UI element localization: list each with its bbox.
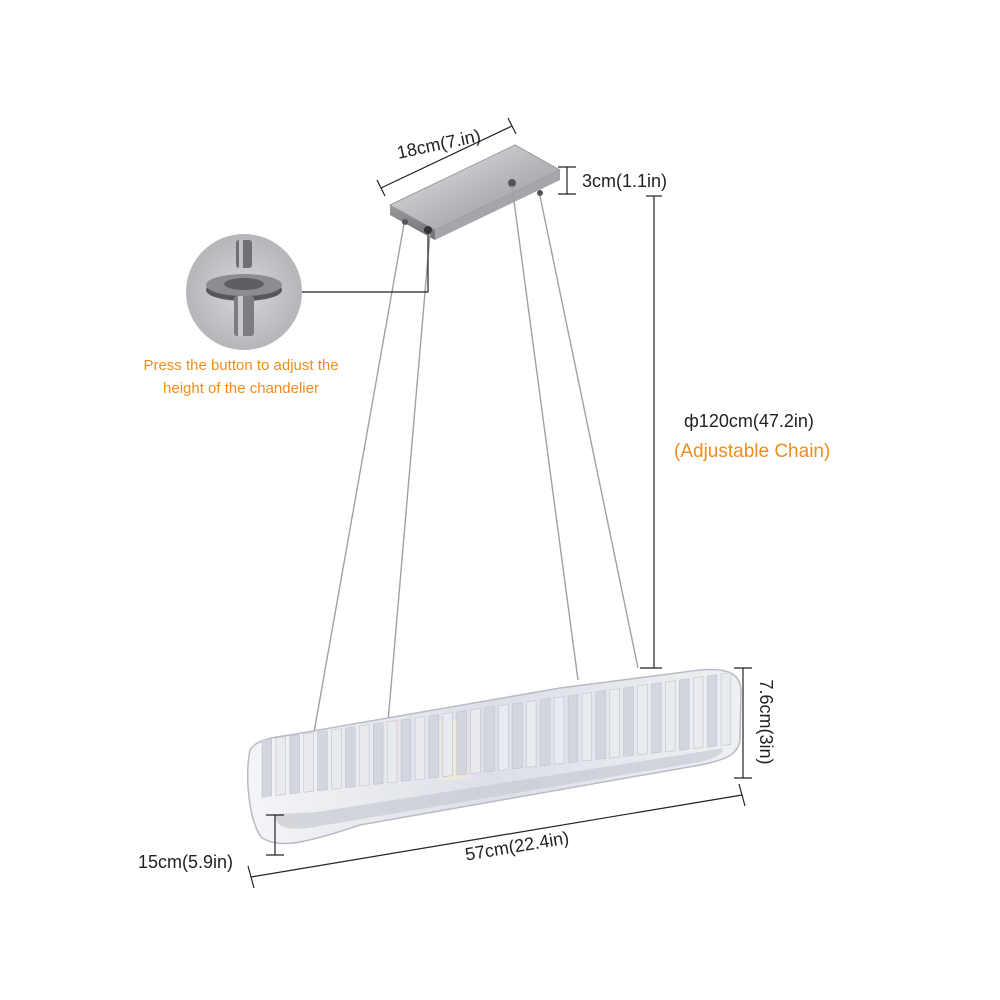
adjust-button-icon <box>206 240 282 336</box>
callout-line-2: height of the chandelier <box>163 380 319 397</box>
crystal-facet <box>692 676 704 750</box>
crystal-facet <box>706 674 718 748</box>
crystal-facet <box>651 682 662 754</box>
fixture-height-label: 7.6cm(3in) <box>756 679 776 764</box>
crystal-facet <box>581 692 593 762</box>
crystal-facet <box>665 680 676 753</box>
crystal-facet <box>720 672 732 746</box>
canopy-width-label: 18cm(7.in) <box>395 126 482 163</box>
crystal-facet <box>275 736 286 796</box>
dim-canopy-height: 3cm(1.1in) <box>558 166 667 195</box>
dim-chain-length: ф120cm(47.2in) (Adjustable Chain) <box>640 195 830 669</box>
crystal-facet <box>456 710 467 776</box>
chain-note-label: (Adjustable Chain) <box>674 441 830 462</box>
crystal-facet <box>553 696 565 765</box>
fixture-width-label: 15cm(5.9in) <box>138 852 233 872</box>
crystal-facet <box>679 678 690 751</box>
crystal-facet <box>595 690 606 760</box>
crystal-facet <box>526 700 537 768</box>
crystal-facet <box>609 688 620 759</box>
crystal-facet <box>386 720 398 784</box>
crystal-facet <box>470 708 481 774</box>
crystal-facet <box>345 726 356 788</box>
crystal-facet <box>428 714 439 779</box>
crystal-facet <box>359 724 370 787</box>
callout-line-1: Press the button to adjust the <box>143 357 338 374</box>
canopy-height-label: 3cm(1.1in) <box>582 171 667 191</box>
crystal-facet <box>623 686 634 757</box>
adjust-button-callout: Press the button to adjust the height of… <box>143 234 429 397</box>
crystal-facet <box>317 730 328 792</box>
dim-fixture-height: 7.6cm(3in) <box>734 667 776 779</box>
crystal-facets <box>261 672 732 798</box>
crystal-facet <box>442 712 453 778</box>
crystal-facet <box>400 718 412 782</box>
crystal-facet <box>303 732 314 793</box>
crystal-facet <box>567 694 579 764</box>
suspension-wires <box>312 185 639 739</box>
crystal-facet <box>484 706 495 773</box>
crystal-facet <box>289 734 300 795</box>
chain-length-label: ф120cm(47.2in) <box>684 411 814 431</box>
crystal-facet <box>637 684 648 756</box>
crystal-facet <box>512 702 523 770</box>
canopy <box>388 144 562 240</box>
crystal-ring-fixture <box>246 668 742 845</box>
crystal-facet <box>372 722 384 785</box>
crystal-facet <box>498 704 509 771</box>
crystal-facet <box>539 698 551 767</box>
crystal-facet <box>414 716 426 781</box>
dim-fixture-width: 15cm(5.9in) <box>138 814 284 872</box>
crystal-facet <box>261 738 273 798</box>
crystal-facet <box>331 728 342 790</box>
